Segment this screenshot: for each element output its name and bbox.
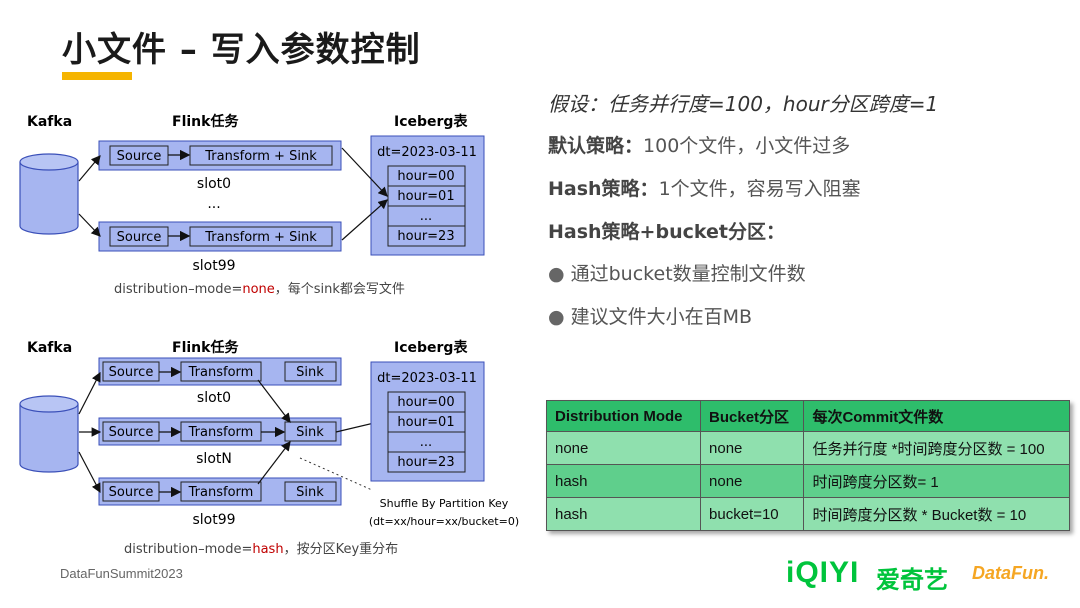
table-header-row: Distribution Mode Bucket分区 每次Commit文件数	[545, 400, 1070, 432]
bottom-slotN-transform-label: Transform	[188, 425, 254, 440]
bottom-slotN-sink-label: Sink	[296, 425, 324, 440]
iqiyi-logo-cn: 爱奇艺	[876, 566, 948, 594]
table-cell: none	[545, 431, 702, 465]
bottom-slot0-sink-label: Sink	[296, 365, 324, 380]
bottom-hour-01: hour=01	[397, 415, 454, 430]
table-row: hash none 时间跨度分区数= 1	[545, 464, 1070, 498]
column-header: Distribution Mode	[545, 400, 702, 432]
iqiyi-logo: iQIYI	[786, 556, 860, 589]
shuffle-note-line1: Shuffle By Partition Key	[380, 497, 509, 510]
bottom-slot99-label: slot99	[192, 512, 235, 528]
bottom-slot99-source-label: Source	[109, 485, 154, 500]
datafun-logo: DataFun.	[972, 563, 1050, 583]
commit-files-table: Distribution Mode Bucket分区 每次Commit文件数 n…	[545, 400, 1070, 531]
bottom-caption: distribution–mode=hash，按分区Key重分布	[124, 541, 398, 557]
title-underline	[62, 72, 132, 80]
bottom-kafka-label: Kafka	[27, 340, 72, 356]
table-cell: 任务并行度 *时间跨度分区数 = 100	[803, 431, 1070, 465]
top-kafka-label: Kafka	[27, 114, 72, 130]
bottom-slot99-sink	[284, 481, 337, 502]
top-slot0-transform-sink-label: Transform + Sink	[204, 149, 317, 164]
hash-strategy: Hash策略：1个文件，容易写入阻塞	[548, 174, 861, 201]
bottom-kafka-cylinder	[19, 395, 79, 473]
table-row: hash bucket=10 时间跨度分区数 * Bucket数 = 10	[545, 497, 1070, 531]
shuffle-note-line2: (dt=xx/hour=xx/bucket=0)	[369, 515, 519, 528]
bottom-partition-label: dt=2023-03-11	[377, 371, 477, 386]
hash-strategy-label: Hash策略：	[548, 178, 659, 200]
bottom-slot99-transform-label: Transform	[188, 485, 254, 500]
bottom-slotN-source-label: Source	[109, 425, 154, 440]
bottom-slotN-label: slotN	[196, 451, 232, 467]
bottom-slot0-source-label: Source	[109, 365, 154, 380]
bullet-dot-icon: ●	[548, 306, 571, 328]
top-partition-label: dt=2023-03-11	[377, 145, 477, 160]
bullet-2-text: 建议文件大小在百MB	[570, 306, 753, 328]
bullet-dot-icon: ●	[548, 263, 571, 285]
top-slot0-source-label: Source	[117, 149, 162, 164]
bottom-hour-23: hour=23	[397, 455, 454, 470]
hash-strategy-text: 1个文件，容易写入阻塞	[658, 178, 861, 200]
bottom-slot0-transform-label: Transform	[188, 365, 254, 380]
bottom-hour-cell	[387, 451, 466, 473]
assumption-text: 假设：任务并行度=100，hour分区跨度=1	[548, 92, 939, 116]
default-strategy-text: 100个文件，小文件过多	[643, 135, 851, 157]
page-title: 小文件 – 写入参数控制	[62, 30, 421, 70]
table-cell: 时间跨度分区数 * Bucket数 = 10	[803, 497, 1070, 531]
top-iceberg-label: Iceberg表	[394, 113, 468, 130]
table-cell: none	[700, 464, 805, 498]
top-slot99-label: slot99	[192, 258, 235, 274]
top-caption: distribution–mode=none，每个sink都会写文件	[114, 281, 405, 297]
top-hour-cell	[387, 225, 466, 247]
top-slot0-label: slot0	[197, 176, 231, 192]
flow-diagrams: Kafka Flink任务 Iceberg表 Source Transform …	[19, 113, 519, 557]
bottom-flink-label: Flink任务	[172, 339, 239, 356]
table-cell: 时间跨度分区数= 1	[803, 464, 1070, 498]
column-header: Bucket分区	[700, 400, 805, 432]
hash-bucket-strategy-label: Hash策略+bucket分区：	[548, 221, 785, 243]
bottom-hour-00: hour=00	[397, 395, 454, 410]
top-hour-ellipsis: ...	[420, 209, 432, 224]
top-slot99-source-label: Source	[117, 230, 162, 245]
bullet-1-text: 通过bucket数量控制文件数	[570, 263, 806, 285]
default-strategy: 默认策略：100个文件，小文件过多	[548, 131, 850, 158]
top-ellipsis: ...	[207, 196, 220, 212]
top-hour-23: hour=23	[397, 229, 454, 244]
default-strategy-label: 默认策略：	[548, 135, 644, 157]
hash-bucket-strategy: Hash策略+bucket分区：	[548, 217, 785, 244]
bottom-iceberg-label: Iceberg表	[394, 339, 468, 356]
table-cell: hash	[545, 464, 702, 498]
column-header: 每次Commit文件数	[803, 400, 1070, 432]
top-slot99-transform-sink-label: Transform + Sink	[204, 230, 317, 245]
table-cell: hash	[545, 497, 702, 531]
top-flink-label: Flink任务	[172, 113, 239, 130]
top-hour-01: hour=01	[397, 189, 454, 204]
bullet-item: ● 通过bucket数量控制文件数	[548, 259, 806, 286]
bottom-slot0-sink	[284, 361, 337, 382]
bottom-slot99-sink-label: Sink	[296, 485, 324, 500]
table-cell: bucket=10	[700, 497, 805, 531]
top-kafka-cylinder	[19, 153, 79, 235]
top-hour-00: hour=00	[397, 169, 454, 184]
bottom-slot0-label: slot0	[197, 390, 231, 406]
table-cell: none	[700, 431, 805, 465]
table-row: none none 任务并行度 *时间跨度分区数 = 100	[545, 431, 1070, 465]
bottom-hour-ellipsis: ...	[420, 435, 432, 450]
bullet-item: ● 建议文件大小在百MB	[548, 302, 752, 329]
footer-text: DataFunSummit2023	[60, 566, 183, 581]
